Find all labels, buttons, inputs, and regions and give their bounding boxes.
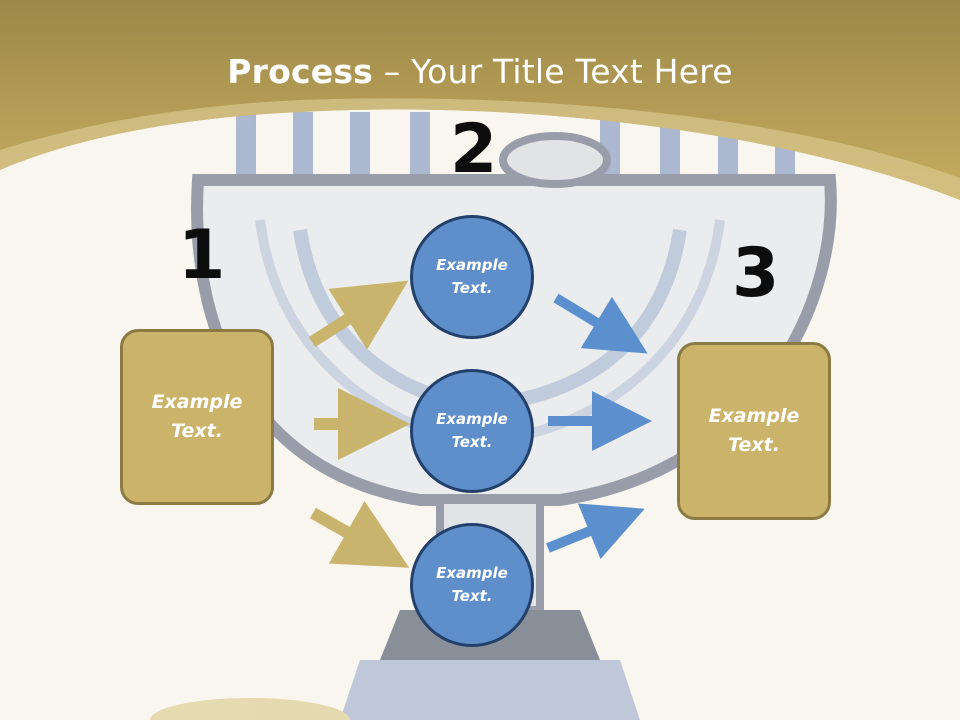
right-box: Example Text. xyxy=(677,342,831,520)
step-number-3: 3 xyxy=(732,234,780,313)
arrow-blue-up xyxy=(546,503,645,560)
title-rest: – Your Title Text Here xyxy=(373,52,733,91)
circle-bottom: Example Text. xyxy=(410,523,534,647)
left-box-text: Example Text. xyxy=(151,391,243,442)
arrow-gold-up xyxy=(308,280,409,350)
circle-top: Example Text. xyxy=(410,215,534,339)
circle-top-text: Example Text. xyxy=(436,256,508,297)
circle-middle-text: Example Text. xyxy=(436,410,508,451)
arrow-gold-down xyxy=(310,500,410,568)
arrow-blue-down xyxy=(553,293,648,354)
left-box: Example Text. xyxy=(120,329,274,505)
title-bold: Process xyxy=(227,52,374,91)
circle-bottom-text: Example Text. xyxy=(436,564,508,605)
step-number-2: 2 xyxy=(450,110,498,189)
right-box-text: Example Text. xyxy=(708,405,800,456)
slide-title: Process – Your Title Text Here xyxy=(0,52,960,91)
step-number-1: 1 xyxy=(178,216,226,295)
circle-middle: Example Text. xyxy=(410,369,534,493)
